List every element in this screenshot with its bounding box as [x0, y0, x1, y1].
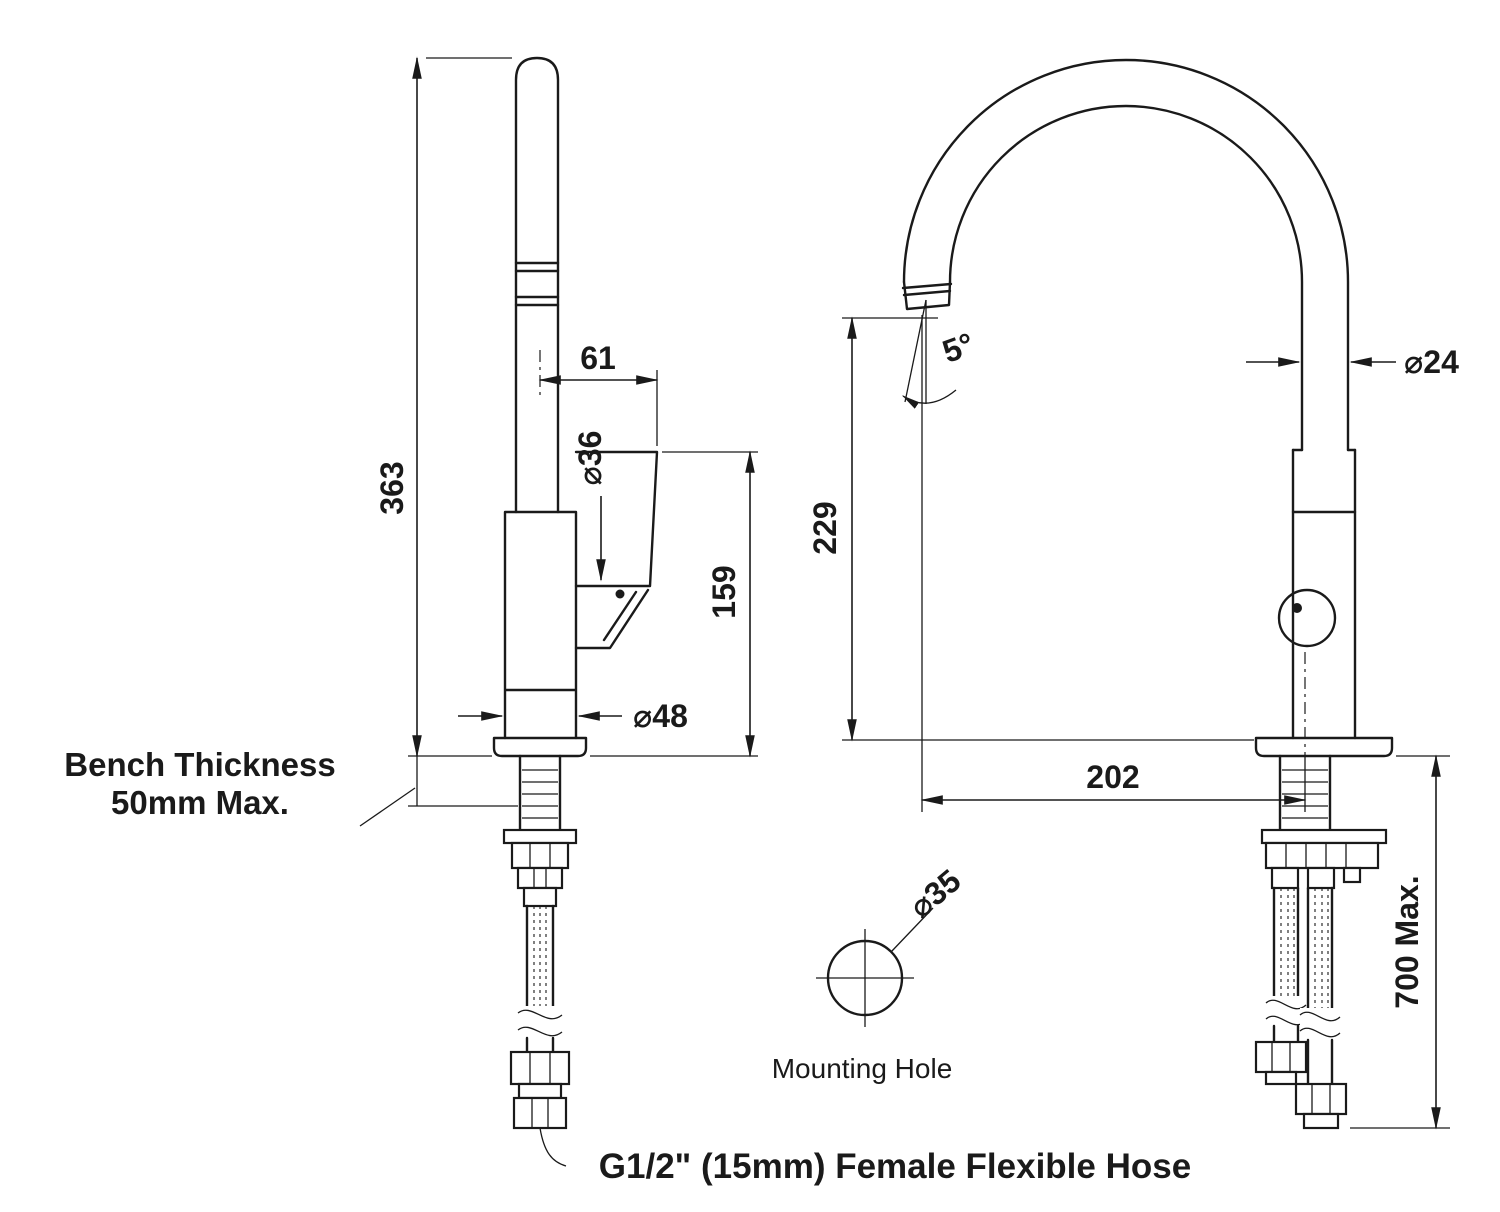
dim-body-diameter: ⌀48 — [458, 698, 688, 734]
side-base-flange — [492, 736, 588, 758]
side-threaded-shank — [518, 754, 562, 832]
front-view: 5° — [901, 58, 1394, 1130]
body-diameter-label: ⌀48 — [633, 698, 688, 734]
front-gooseneck-inner — [948, 104, 1304, 452]
spout-reach-label: 202 — [1086, 759, 1139, 795]
overall-height-label: 363 — [374, 461, 410, 514]
front-flexible-hoses — [1254, 886, 1348, 1130]
side-body — [503, 510, 578, 740]
dim-spout-clearance: 229 — [807, 316, 1254, 742]
spout-diameter-label: ⌀24 — [1404, 344, 1459, 380]
front-handle-joint — [1277, 588, 1337, 648]
swivel-angle-annotation: 5° — [901, 299, 979, 409]
front-body — [1277, 448, 1357, 756]
dim-handle-diameter: ⌀36 — [572, 431, 608, 582]
dim-spout-diameter: ⌀24 — [1246, 344, 1459, 380]
side-mounting-hardware — [502, 828, 578, 908]
handle-pivot-dot — [615, 589, 625, 599]
hose-length-label: 700 Max. — [1389, 875, 1425, 1008]
dim-hose-length: 700 Max. — [1350, 754, 1450, 1130]
side-flexible-hose — [509, 904, 571, 1130]
handle-diameter-label: ⌀36 — [572, 431, 608, 486]
dim-handle-height: 159 — [590, 450, 758, 758]
handle-height-label: 159 — [706, 565, 742, 618]
front-spout-tip — [901, 280, 953, 311]
hose-note-label: G1/2" (15mm) Female Flexible Hose — [599, 1147, 1191, 1186]
mounting-hole-diameter-label: ⌀35 — [902, 862, 967, 925]
front-gooseneck-outer — [902, 58, 1350, 452]
dim-overall-height: 363 — [374, 56, 512, 758]
bench-thickness-label-line2: 50mm Max. — [111, 784, 289, 821]
spout-clearance-label: 229 — [807, 501, 843, 554]
mounting-hole-detail: ⌀35 Mounting Hole — [772, 862, 968, 1084]
swivel-angle-label: 5° — [938, 326, 979, 370]
side-view — [492, 56, 659, 1130]
front-mounting-hardware — [1260, 828, 1388, 890]
dim-bench-thickness: Bench Thickness 50mm Max. — [64, 746, 518, 827]
bench-thickness-label-line1: Bench Thickness — [64, 746, 335, 783]
dim-handle-offset: 61 — [538, 340, 659, 446]
side-handle — [574, 450, 659, 650]
dim-spout-reach: 202 — [920, 315, 1307, 812]
front-base-flange — [1254, 736, 1394, 758]
handle-offset-label: 61 — [580, 340, 616, 376]
hose-note: G1/2" (15mm) Female Flexible Hose — [539, 1127, 1191, 1186]
side-spout-pipe — [514, 56, 560, 514]
mounting-hole-label: Mounting Hole — [772, 1053, 953, 1084]
